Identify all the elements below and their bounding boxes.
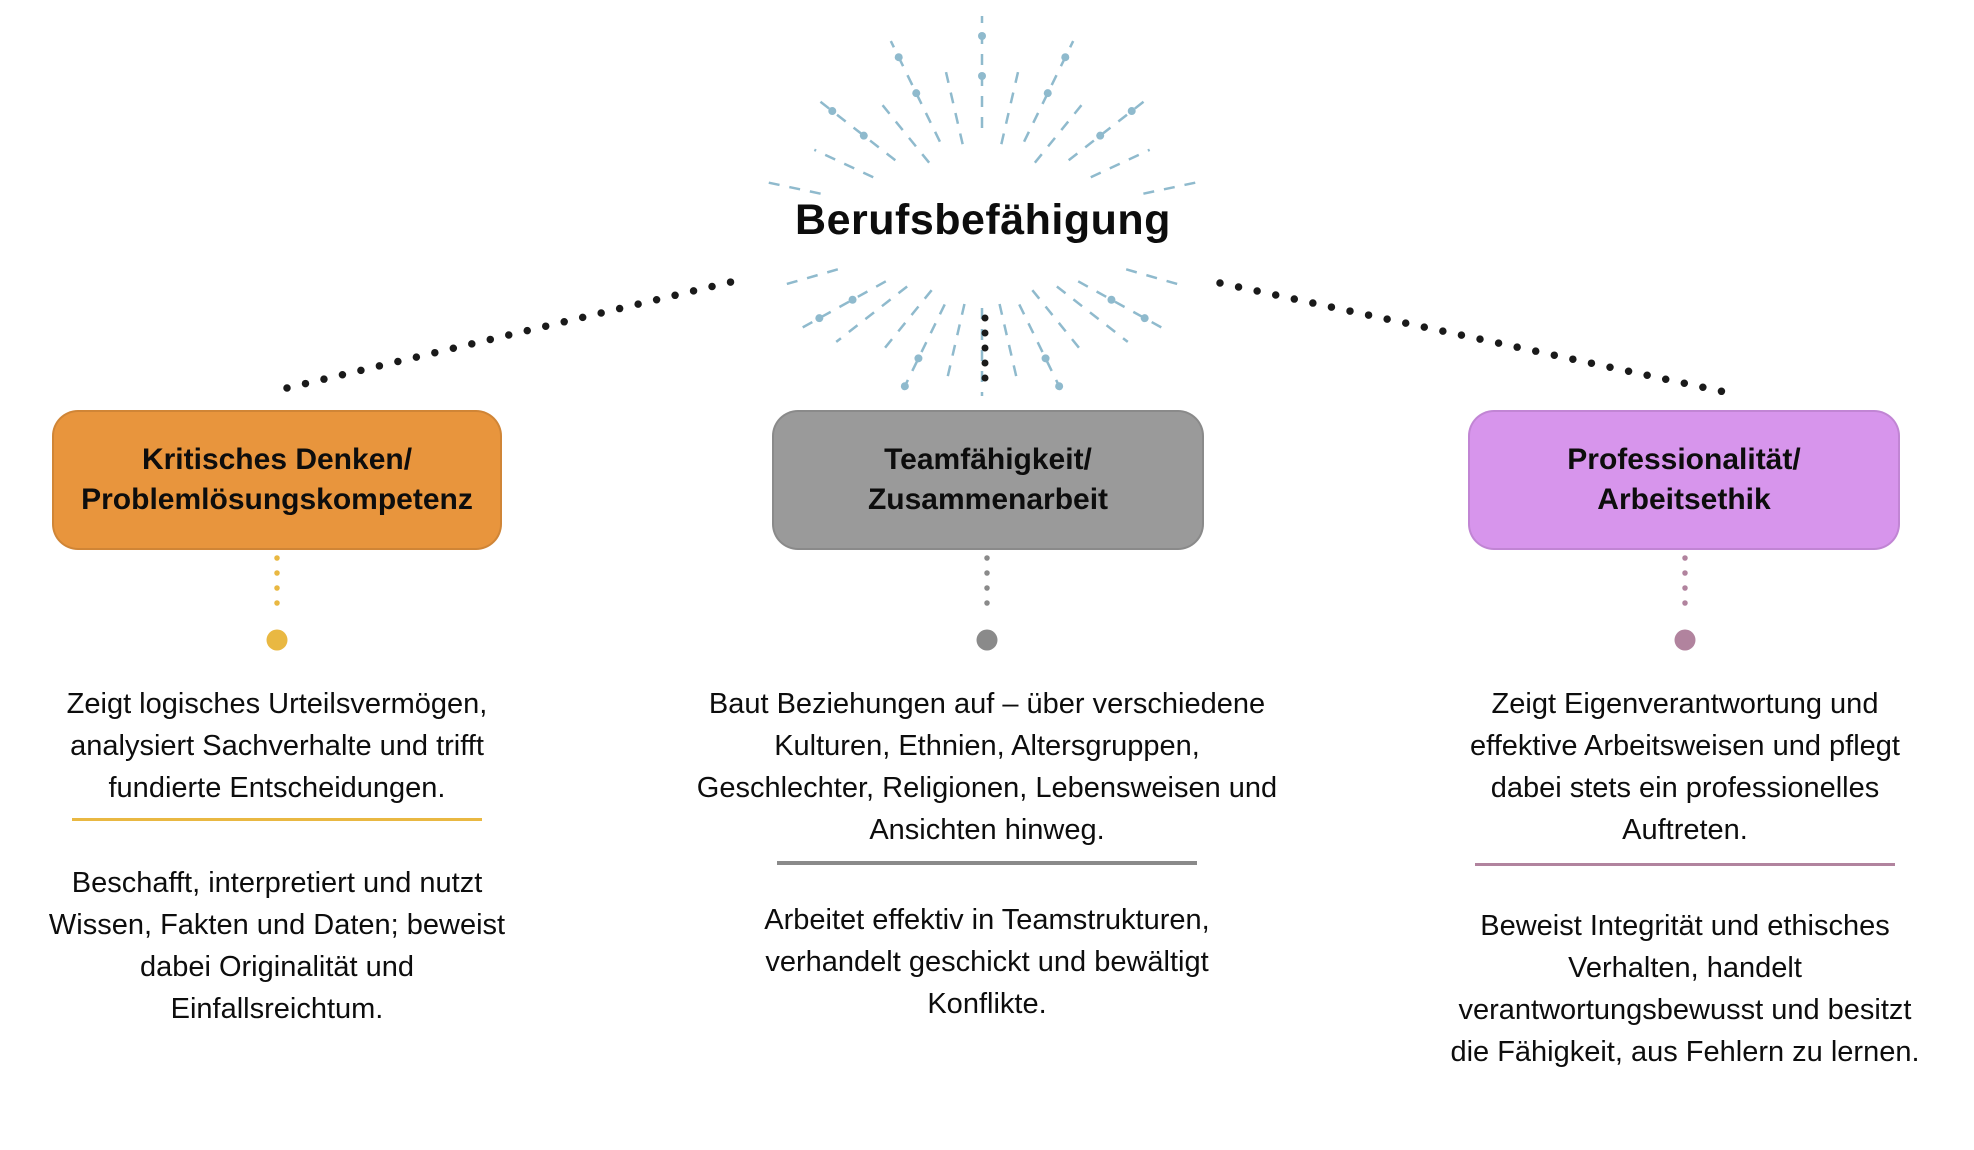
connector-left-dotted-line: [283, 277, 739, 392]
box-professionalism-label: Professionalität/ Arbeitsethik: [1567, 443, 1801, 516]
professionalism-divider: [1475, 863, 1895, 866]
professionalism-description-primary: Zeigt Eigenverantwortung und effektive A…: [1470, 688, 1900, 847]
connector-right-dotted-line: [1216, 279, 1738, 398]
box-critical-thinking-label: Kritisches Denken/ Problemlösungskompete…: [81, 443, 473, 516]
critical-description-secondary: Beschafft, interpretiert und nutzt Wisse…: [48, 867, 506, 1026]
diagram-title: Berufsbefähigung: [795, 196, 1171, 244]
critical-divider: [72, 818, 482, 821]
leader-dot-teamwork: [976, 629, 998, 651]
teamwork-description-primary: Baut Beziehungen auf – über verschiedene…: [696, 688, 1278, 847]
box-critical-thinking: Kritisches Denken/ Problemlösungskompete…: [52, 410, 502, 550]
box-teamwork: Teamfähigkeit/ Zusammenarbeit: [772, 410, 1204, 550]
leader-dot-professional: [1674, 629, 1696, 651]
starburst-icon: [764, 16, 1200, 396]
box-teamwork-label: Teamfähigkeit/ Zusammenarbeit: [867, 443, 1109, 516]
teamwork-divider: [777, 861, 1197, 865]
critical-description-primary: Zeigt logisches Urteilsvermögen, analysi…: [66, 688, 488, 805]
professionalism-description-secondary: Beweist Integrität und ethisches Verhalt…: [1450, 910, 1920, 1069]
teamwork-description-secondary: Arbeitet effektiv in Teamstrukturen, ver…: [764, 904, 1210, 1021]
leader-dot-critical: [266, 629, 288, 651]
box-professionalism: Professionalität/ Arbeitsethik: [1468, 410, 1900, 550]
